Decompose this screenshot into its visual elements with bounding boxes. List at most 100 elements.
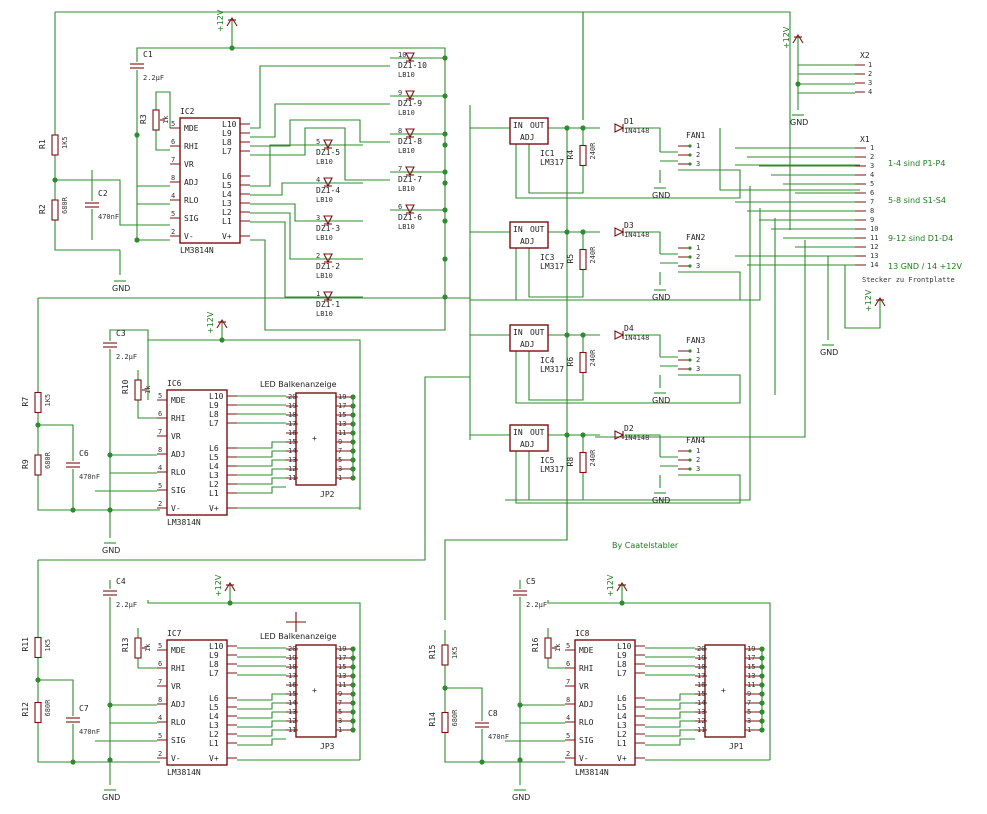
- ic-pin-label: V-: [171, 754, 181, 763]
- led-icon: [405, 128, 415, 139]
- bargraph-body: [704, 644, 746, 738]
- x1-pin-number: 7: [870, 198, 874, 206]
- bargraph-pin-number: 15: [338, 411, 346, 419]
- ic-pin-label: RHI: [171, 664, 186, 673]
- ic-pin-label: RLO: [579, 718, 594, 727]
- ic-pin-label: L5: [209, 703, 219, 712]
- wire: [136, 38, 233, 62]
- bargraph-pin-number: 3: [747, 717, 751, 725]
- ic-pin-label: ADJ: [171, 450, 185, 459]
- diode-ref: D2: [624, 424, 634, 433]
- vcc-arrow-icon: [224, 581, 236, 592]
- ic-pin-number: 2: [158, 500, 162, 508]
- ic-pin-label: L1: [617, 739, 627, 748]
- fan-pin-end: [688, 349, 692, 353]
- ic-pin-label: V-: [171, 504, 181, 513]
- ic-pin-label: L1: [209, 739, 219, 748]
- resistor-ref: R6: [566, 357, 575, 367]
- wire: [719, 128, 860, 191]
- ic-pin-label: L8: [209, 660, 219, 669]
- fan-pin-number: 3: [696, 365, 700, 373]
- bargraph-pin-number: 9: [747, 690, 751, 698]
- fan-ref: FAN2: [686, 233, 705, 242]
- ic-pin-label: RLO: [171, 718, 186, 727]
- resistor: [579, 451, 587, 474]
- junction-dot: [580, 229, 586, 235]
- resistor-value: 240R: [589, 349, 597, 367]
- gnd-label: GND: [820, 348, 838, 357]
- wire: [237, 486, 286, 494]
- capacitor-ref: C5: [526, 577, 536, 586]
- ic-pin-label: VR: [579, 682, 589, 691]
- gnd-label: GND: [790, 118, 808, 127]
- led-part: LB10: [398, 109, 415, 117]
- regulator-body: [509, 221, 549, 249]
- bargraph-body: [295, 644, 337, 738]
- vcc-arrow-icon: [616, 581, 628, 592]
- junction-dot: [442, 131, 448, 137]
- led-part: LB10: [316, 196, 333, 204]
- resistor: [544, 637, 552, 659]
- fan-pin-end: [688, 162, 692, 166]
- led-part: LB10: [398, 71, 415, 79]
- led-ref: DZ1-2: [316, 262, 340, 271]
- bargraph-pin-number: 19: [288, 402, 296, 410]
- x2-pin-number: 3: [868, 79, 872, 87]
- fan-pin-end: [688, 458, 692, 462]
- ic-pin-number: 2: [171, 228, 175, 236]
- led-ref: DZ1-8: [398, 137, 422, 146]
- vcc-arrow-icon: [874, 296, 886, 307]
- wire: [844, 265, 881, 329]
- led-pin: 3: [316, 214, 320, 222]
- gnd-label: GND: [112, 284, 130, 293]
- reg-ref: IC3: [540, 253, 555, 262]
- fan-ref: FAN3: [686, 336, 705, 345]
- diode-icon: [614, 330, 625, 340]
- junction-dot: [70, 759, 76, 765]
- wire: [38, 376, 470, 561]
- led-icon: [323, 139, 333, 150]
- wire: [155, 91, 171, 128]
- diode-ref: D1: [624, 117, 634, 126]
- capacitor-ref: C3: [116, 329, 126, 338]
- junction-dot: [442, 55, 448, 61]
- led-pin: 4: [316, 176, 320, 184]
- resistor-ref: R13: [121, 637, 130, 652]
- fan-ref: FAN4: [686, 436, 705, 445]
- wire: [645, 720, 695, 728]
- ic-pin-label: SIG: [171, 736, 186, 745]
- ic-pin-label: L3: [222, 199, 232, 208]
- ic-pin-number: 5: [566, 642, 570, 650]
- wire: [250, 182, 308, 196]
- x1-pin-number: 11: [870, 234, 878, 242]
- gnd-label: GND: [652, 191, 670, 200]
- ic-pin-number: 7: [566, 678, 570, 686]
- ic-pin-label: L7: [209, 419, 219, 428]
- junction-dot: [479, 759, 485, 765]
- led-ref: DZ1-5: [316, 148, 340, 157]
- ic-pin-label: SIG: [171, 486, 186, 495]
- fan-pin-end: [688, 246, 692, 250]
- led-pin: 6: [398, 203, 402, 211]
- wire: [237, 459, 286, 467]
- ic-pin-number: 7: [158, 678, 162, 686]
- bargraph-pin-number: 19: [288, 654, 296, 662]
- ic-pin-number: 6: [158, 410, 162, 418]
- bargraph-center: +: [312, 434, 317, 443]
- fan-pin-number: 3: [696, 160, 700, 168]
- bargraph-pin-number: 1: [338, 726, 342, 734]
- wire: [237, 738, 286, 746]
- wire: [250, 127, 390, 181]
- bargraph-pin-number: 17: [338, 654, 346, 662]
- wire: [55, 179, 170, 226]
- reg-out-label: OUT: [530, 121, 545, 130]
- wire: [528, 144, 584, 194]
- resistor-value: 680R: [44, 699, 52, 717]
- wire: [645, 729, 695, 737]
- resistor-ref: R3: [139, 114, 148, 124]
- reg-in-label: IN: [513, 121, 523, 130]
- bargraph-pin-number: 17: [747, 654, 755, 662]
- reg-ref: IC5: [540, 456, 555, 465]
- credit-text: By Caatelstabler: [612, 541, 679, 550]
- regulator-body: [509, 117, 549, 145]
